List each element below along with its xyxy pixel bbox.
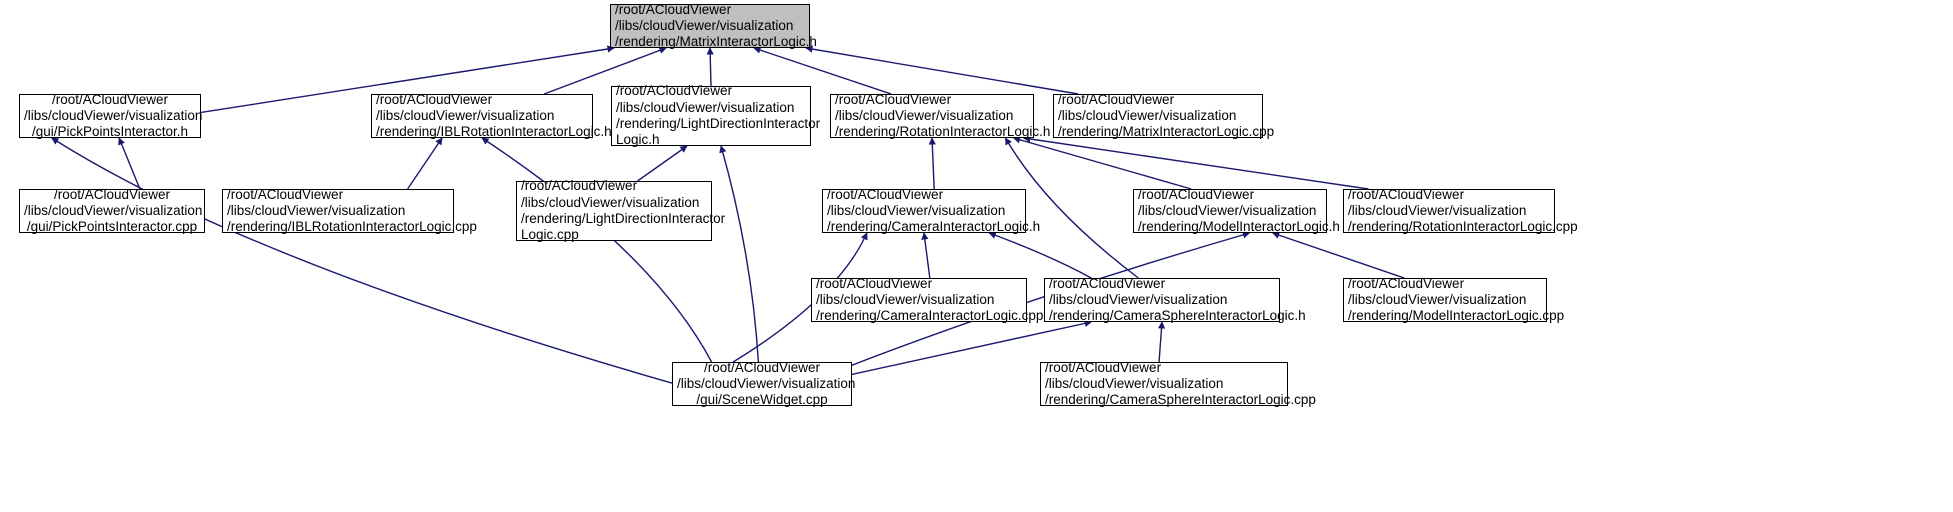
graph-edge-scenewidget_cpp-to-ibl_h (481, 137, 713, 363)
graph-node-label-line: /root/ACloudViewer (1049, 275, 1166, 291)
graph-node-label-line: /libs/cloudViewer/visualization (521, 194, 700, 210)
graph-edge-pickpoints_cpp-to-pickpoints_h (118, 137, 141, 190)
graph-node-label-line: /gui/PickPointsInteractor.h (31, 124, 189, 140)
graph-node-label-line: /gui/PickPointsInteractor.cpp (26, 219, 198, 235)
graph-node-label-line: /rendering/RotationInteractorLogic.cpp (1348, 219, 1578, 235)
graph-edge-rotation_cpp-to-rotation_h (1023, 135, 1369, 190)
graph-edge-camera_h-to-rotation_h (928, 137, 936, 190)
graph-node-label-line: Logic.cpp (521, 227, 579, 243)
graph-node-label-line: /libs/cloudViewer/visualization (227, 202, 406, 218)
graph-node-lightdir_cpp[interactable]: /root/ACloudViewer/libs/cloudViewer/visu… (516, 178, 726, 243)
graph-node-label-line: /rendering/CameraSphereInteractorLogic.h (1049, 308, 1306, 324)
graph-node-label-line: Logic.h (616, 132, 660, 148)
graph-node-matrix_h[interactable]: /root/ACloudViewer/libs/cloudViewer/visu… (610, 1, 817, 50)
graph-node-label-line: /rendering/RotationInteractorLogic.h (835, 124, 1051, 140)
graph-node-label-line: /libs/cloudViewer/visualization (1348, 291, 1527, 307)
graph-node-label-line: /rendering/ModelInteractorLogic.cpp (1348, 308, 1565, 324)
graph-node-label-line: /root/ACloudViewer (1348, 186, 1465, 202)
graph-node-label-line: /rendering/MatrixInteractorLogic.cpp (1058, 124, 1275, 140)
graph-node-label-line: /libs/cloudViewer/visualization (1348, 202, 1527, 218)
graph-node-label-line: /rendering/CameraInteractorLogic.cpp (816, 308, 1044, 324)
graph-node-label-line: /libs/cloudViewer/visualization (24, 107, 203, 123)
graph-node-camerasphere_h[interactable]: /root/ACloudViewer/libs/cloudViewer/visu… (1044, 275, 1306, 324)
graph-node-label-line: /rendering/ModelInteractorLogic.h (1138, 219, 1340, 235)
graph-node-rotation_h[interactable]: /root/ACloudViewer/libs/cloudViewer/visu… (830, 91, 1051, 140)
graph-node-label-line: /rendering/IBLRotationInteractorLogic.cp… (227, 219, 477, 235)
graph-node-label-line: /rendering/CameraInteractorLogic.h (827, 219, 1041, 235)
graph-node-label-line: /root/ACloudViewer (1348, 275, 1465, 291)
graph-node-label-line: /root/ACloudViewer (1045, 359, 1162, 375)
graph-node-label-line: /root/ACloudViewer (615, 1, 732, 17)
graph-node-label-line: /libs/cloudViewer/visualization (1058, 107, 1237, 123)
graph-node-matrix_cpp[interactable]: /root/ACloudViewer/libs/cloudViewer/visu… (1053, 91, 1275, 140)
graph-node-label-line: /libs/cloudViewer/visualization (24, 202, 203, 218)
graph-node-pickpoints_h[interactable]: /root/ACloudViewer/libs/cloudViewer/visu… (19, 91, 203, 140)
graph-node-pickpoints_cpp[interactable]: /root/ACloudViewer/libs/cloudViewer/visu… (19, 186, 205, 235)
graph-node-label-line: /rendering/IBLRotationInteractorLogic.h (376, 124, 612, 140)
graph-node-label-line: /libs/cloudViewer/visualization (1049, 291, 1228, 307)
graph-node-label-line: /root/ACloudViewer (703, 359, 821, 375)
graph-node-label-line: /libs/cloudViewer/visualization (1138, 202, 1317, 218)
graph-node-label-line: /root/ACloudViewer (616, 83, 733, 99)
graph-edge-model_cpp-to-model_h (1271, 231, 1405, 279)
graph-edge-model_h-to-rotation_h (1012, 136, 1192, 190)
graph-node-ibl_h[interactable]: /root/ACloudViewer/libs/cloudViewer/visu… (371, 91, 612, 140)
graph-node-label-line: /rendering/CameraSphereInteractorLogic.c… (1045, 392, 1316, 408)
graph-node-label-line: /root/ACloudViewer (376, 91, 493, 107)
graph-edge-camerasphere_cpp-to-camerasphere_h (1157, 321, 1166, 363)
graph-edge-camera_cpp-to-camera_h (921, 232, 931, 279)
graph-node-label-line: /gui/SceneWidget.cpp (696, 392, 828, 408)
graph-node-label-line: /libs/cloudViewer/visualization (615, 17, 794, 33)
graph-edge-matrix_cpp-to-matrix_h (805, 45, 1079, 95)
graph-node-camerasphere_cpp[interactable]: /root/ACloudViewer/libs/cloudViewer/visu… (1040, 359, 1316, 408)
graph-node-ibl_cpp[interactable]: /root/ACloudViewer/libs/cloudViewer/visu… (222, 186, 477, 235)
graph-node-label-line: /root/ACloudViewer (835, 91, 952, 107)
graph-node-label-line: /libs/cloudViewer/visualization (816, 291, 995, 307)
graph-node-label-line: /libs/cloudViewer/visualization (677, 375, 856, 391)
graph-edge-scenewidget_cpp-to-pickpoints_h (51, 137, 683, 387)
graph-node-rotation_cpp[interactable]: /root/ACloudViewer/libs/cloudViewer/visu… (1343, 186, 1578, 235)
graph-node-label-line: /libs/cloudViewer/visualization (616, 99, 795, 115)
graph-node-label-line: /libs/cloudViewer/visualization (835, 107, 1014, 123)
graph-edge-lightdir_h-to-matrix_h (706, 47, 714, 87)
graph-node-label-line: /rendering/MatrixInteractorLogic.h (615, 34, 817, 50)
graph-node-label-line: /rendering/LightDirectionInteractor (521, 211, 726, 226)
graph-node-label-line: /root/ACloudViewer (816, 275, 933, 291)
graph-edge-scenewidget_cpp-to-lightdir_h (719, 145, 760, 363)
graph-node-lightdir_h[interactable]: /root/ACloudViewer/libs/cloudViewer/visu… (611, 83, 821, 148)
graph-node-model_cpp[interactable]: /root/ACloudViewer/libs/cloudViewer/visu… (1343, 275, 1565, 324)
graph-edge-ibl_cpp-to-ibl_h (407, 137, 443, 190)
graph-node-label-line: /root/ACloudViewer (827, 186, 944, 202)
graph-node-label-line: /libs/cloudViewer/visualization (827, 202, 1006, 218)
graph-node-label-line: /root/ACloudViewer (227, 186, 344, 202)
graph-edge-camerasphere_h-to-camera_h (988, 231, 1092, 279)
graph-node-label-line: /libs/cloudViewer/visualization (376, 107, 555, 123)
graph-edge-lightdir_cpp-to-lightdir_h (637, 145, 688, 182)
graph-node-label-line: /root/ACloudViewer (1058, 91, 1175, 107)
graph-node-label-line: /rendering/LightDirectionInteractor (616, 116, 821, 131)
graph-node-label-line: /root/ACloudViewer (53, 186, 171, 202)
graph-node-label-line: /root/ACloudViewer (521, 178, 638, 194)
graph-node-camera_cpp[interactable]: /root/ACloudViewer/libs/cloudViewer/visu… (811, 275, 1044, 324)
graph-node-label-line: /root/ACloudViewer (51, 91, 169, 107)
graph-node-label-line: /root/ACloudViewer (1138, 186, 1255, 202)
graph-node-label-line: /libs/cloudViewer/visualization (1045, 375, 1224, 391)
graph-node-scenewidget_cpp[interactable]: /root/ACloudViewer/libs/cloudViewer/visu… (672, 359, 856, 408)
graph-node-camera_h[interactable]: /root/ACloudViewer/libs/cloudViewer/visu… (822, 186, 1041, 235)
graph-node-model_h[interactable]: /root/ACloudViewer/libs/cloudViewer/visu… (1133, 186, 1340, 235)
